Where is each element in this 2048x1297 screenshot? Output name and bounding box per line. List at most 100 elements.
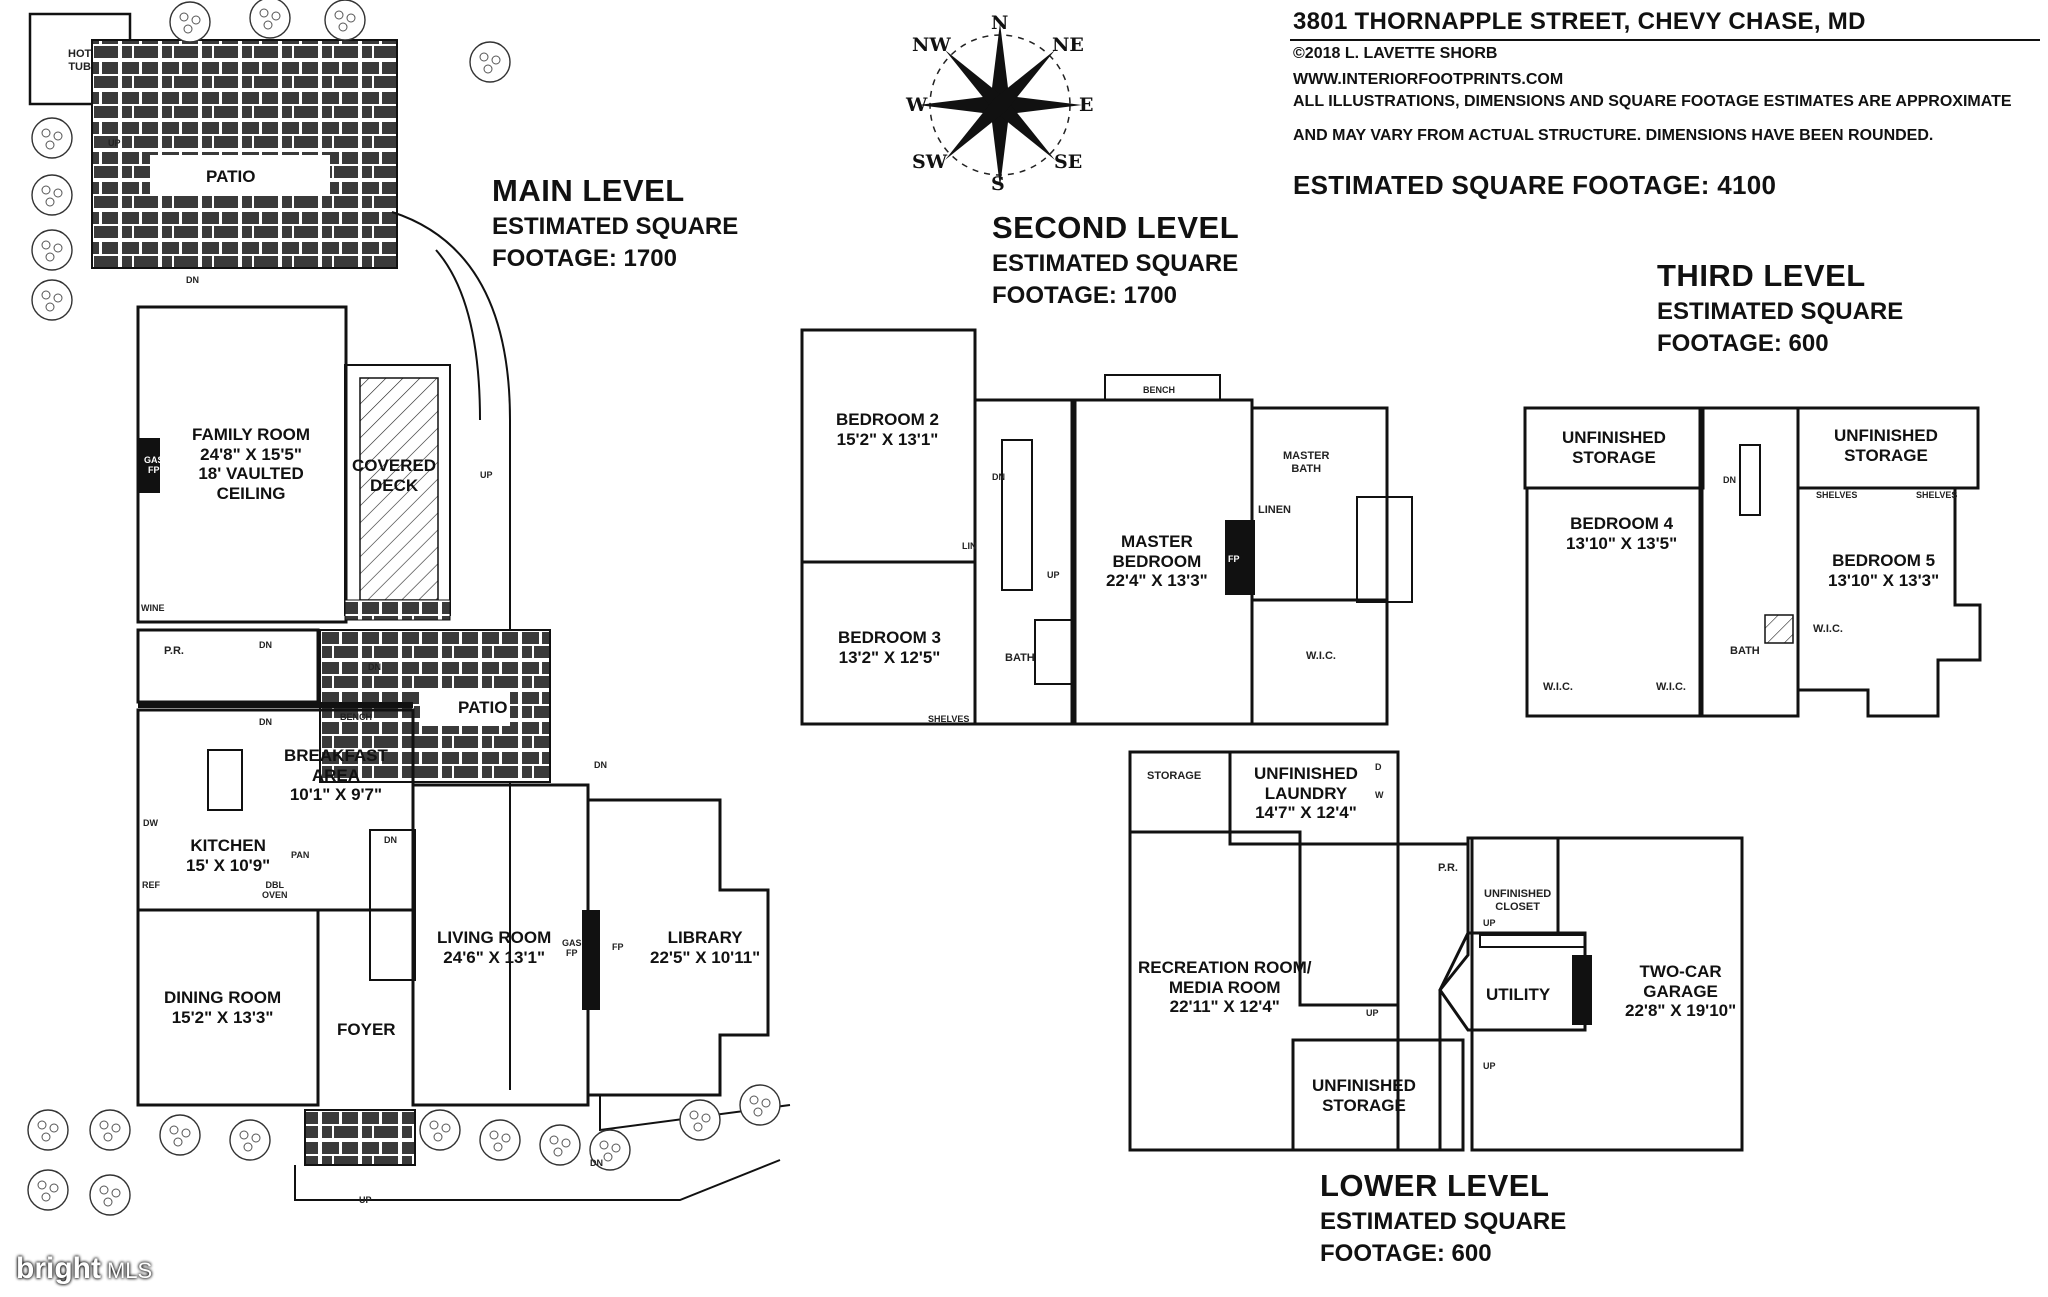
up-label-hottub: UP — [108, 138, 121, 148]
linen-label: LINEN — [1258, 504, 1291, 516]
copyright-text: ©2018 L. LAVETTE SHORB — [1293, 45, 1498, 62]
up-label-front: UP — [359, 1195, 372, 1205]
dn-label-second: DN — [992, 472, 1005, 482]
watermark-suffix: MLS — [106, 1258, 153, 1283]
third-level-sqft-line1: ESTIMATED SQUARE — [1657, 298, 1904, 325]
lower-level-sqft-line2: FOOTAGE: 600 — [1320, 1240, 1492, 1267]
compass-rose — [918, 23, 1082, 187]
bath-2-label: BATH — [1005, 652, 1035, 664]
shelves-label-third-a: SHELVES — [1816, 490, 1858, 500]
lin-label-second: LIN — [962, 541, 977, 551]
wic-third-a-label: W.I.C. — [1543, 681, 1573, 693]
main-level-sqft-line1: ESTIMATED SQUARE — [492, 213, 739, 240]
disclaimer-line-2: AND MAY VARY FROM ACTUAL STRUCTURE. DIME… — [1293, 127, 1934, 144]
dn-label-kitchen: DN — [259, 717, 272, 727]
up-label-lower-storage: UP — [1483, 1061, 1496, 1071]
shelves-label-third-b: SHELVES — [1916, 490, 1958, 500]
second-level-heading: SECOND LEVEL ESTIMATED SQUARE FOOTAGE: 1… — [992, 210, 1239, 310]
third-level-sqft-line2: FOOTAGE: 600 — [1657, 330, 1829, 357]
third-level-plan — [1523, 406, 1982, 718]
lower-level-heading: LOWER LEVEL ESTIMATED SQUARE FOOTAGE: 60… — [1320, 1168, 1566, 1268]
powder-room-main-label: P.R. — [164, 645, 184, 657]
wic-third-b-label: W.I.C. — [1656, 681, 1686, 693]
compass-sw: SW — [912, 151, 948, 173]
shelves-label-second: SHELVES — [928, 714, 970, 724]
compass-e: E — [1079, 94, 1094, 116]
pantry-label: PAN — [291, 850, 310, 860]
dn-label-third: DN — [1723, 475, 1736, 485]
disclaimer-line-1: ALL ILLUSTRATIONS, DIMENSIONS AND SQUARE… — [1293, 93, 2012, 110]
up-label-second: UP — [1047, 570, 1060, 580]
dn-label-patio: DN — [368, 662, 381, 672]
compass-nw: NW — [912, 34, 951, 56]
third-level-title: THIRD LEVEL — [1657, 258, 1866, 293]
lower-level-sqft-line1: ESTIMATED SQUARE — [1320, 1208, 1567, 1235]
main-level-plan — [28, 12, 791, 1201]
compass-ne: NE — [1052, 34, 1084, 56]
wic-third-c-label: W.I.C. — [1813, 623, 1843, 635]
main-level-title: MAIN LEVEL — [492, 173, 685, 208]
ref-label: REF — [142, 880, 160, 890]
up-label-lower-stairs: UP — [1366, 1008, 1379, 1018]
bench-label-main: BENCH — [340, 712, 373, 722]
lower-level-title: LOWER LEVEL — [1320, 1168, 1550, 1203]
dn-label-stairs: DN — [384, 835, 397, 845]
website-text: WWW.INTERIORFOOTPRINTS.COM — [1293, 71, 1564, 88]
second-level-title: SECOND LEVEL — [992, 210, 1240, 245]
powder-room-lower-label: P.R. — [1438, 862, 1458, 874]
foyer-label: FOYER — [337, 1020, 396, 1039]
fp-label-master: FP — [1228, 554, 1240, 564]
dryer-label: D — [1375, 762, 1382, 772]
main-level-sqft-line2: FOOTAGE: 1700 — [492, 245, 677, 272]
fp-label-library: FP — [612, 942, 624, 952]
up-label-lower-closet: UP — [1483, 918, 1496, 928]
dn-label-pr: DN — [259, 640, 272, 650]
storage-lower-label: STORAGE — [1147, 770, 1202, 782]
dn-label-family: DN — [186, 275, 199, 285]
property-info-block: 3801 THORNAPPLE STREET, CHEVY CHASE, MD … — [1293, 8, 2012, 201]
total-square-footage: ESTIMATED SQUARE FOOTAGE: 4100 — [1293, 170, 1777, 200]
dn-label-driveway: DN — [590, 1158, 603, 1168]
dn-label-side: DN — [594, 760, 607, 770]
compass-se: SE — [1054, 151, 1083, 173]
bath-third-label: BATH — [1730, 645, 1760, 657]
compass-w: W — [906, 94, 928, 116]
second-level-plan — [800, 328, 1413, 726]
dw-label: DW — [143, 818, 158, 828]
second-level-sqft-line1: ESTIMATED SQUARE — [992, 250, 1239, 277]
compass-n: N — [991, 12, 1009, 34]
compass-s: S — [991, 173, 1005, 195]
main-level-heading: MAIN LEVEL ESTIMATED SQUARE FOOTAGE: 170… — [492, 173, 738, 273]
master-wic-label: W.I.C. — [1306, 650, 1336, 662]
lower-level-plan — [1128, 750, 1744, 1152]
watermark-brand: bright — [16, 1252, 101, 1285]
patio-mid-label: PATIO — [458, 698, 508, 717]
bench-label-master: BENCH — [1143, 385, 1176, 395]
third-level-heading: THIRD LEVEL ESTIMATED SQUARE FOOTAGE: 60… — [1657, 258, 1903, 358]
second-level-sqft-line2: FOOTAGE: 1700 — [992, 282, 1177, 309]
